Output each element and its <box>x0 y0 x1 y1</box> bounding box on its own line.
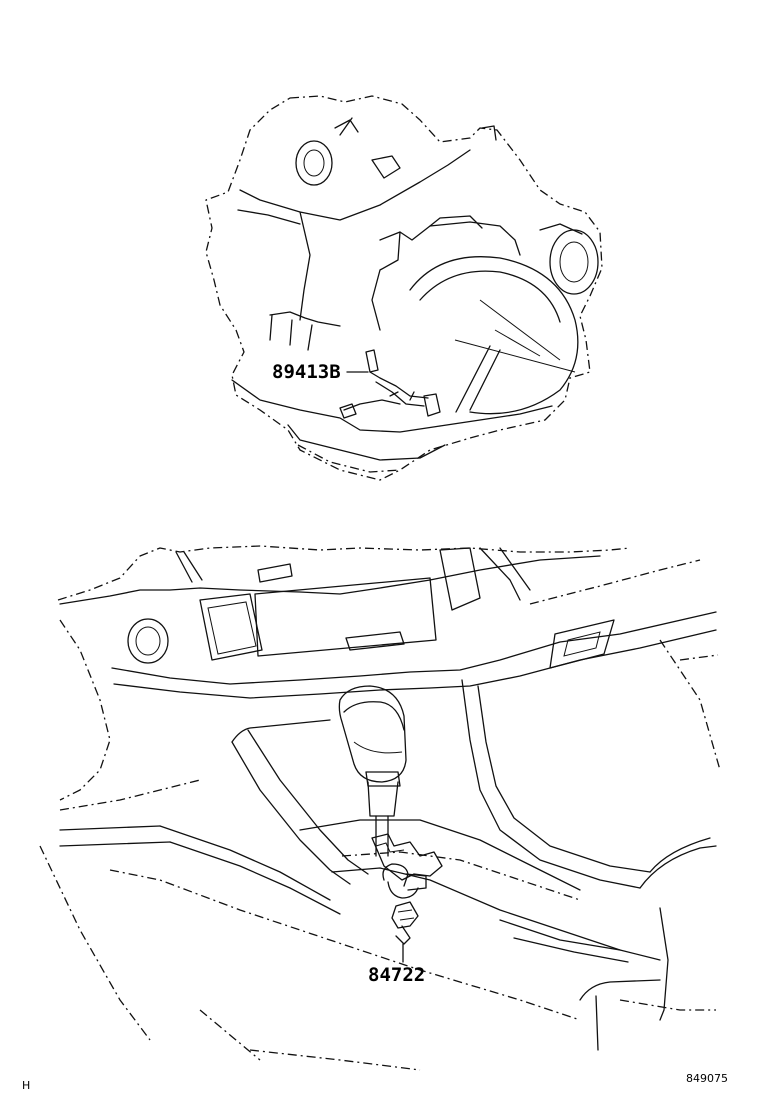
shift-lock-part-label: 84722 <box>368 964 425 986</box>
console-interior-drawing <box>39 545 721 1071</box>
sensor-part-label: 89413B <box>272 361 341 383</box>
transmission-assembly-drawing <box>205 95 603 481</box>
figure-number: 849075 <box>686 1072 728 1085</box>
footer-left-code: H <box>22 1079 30 1092</box>
